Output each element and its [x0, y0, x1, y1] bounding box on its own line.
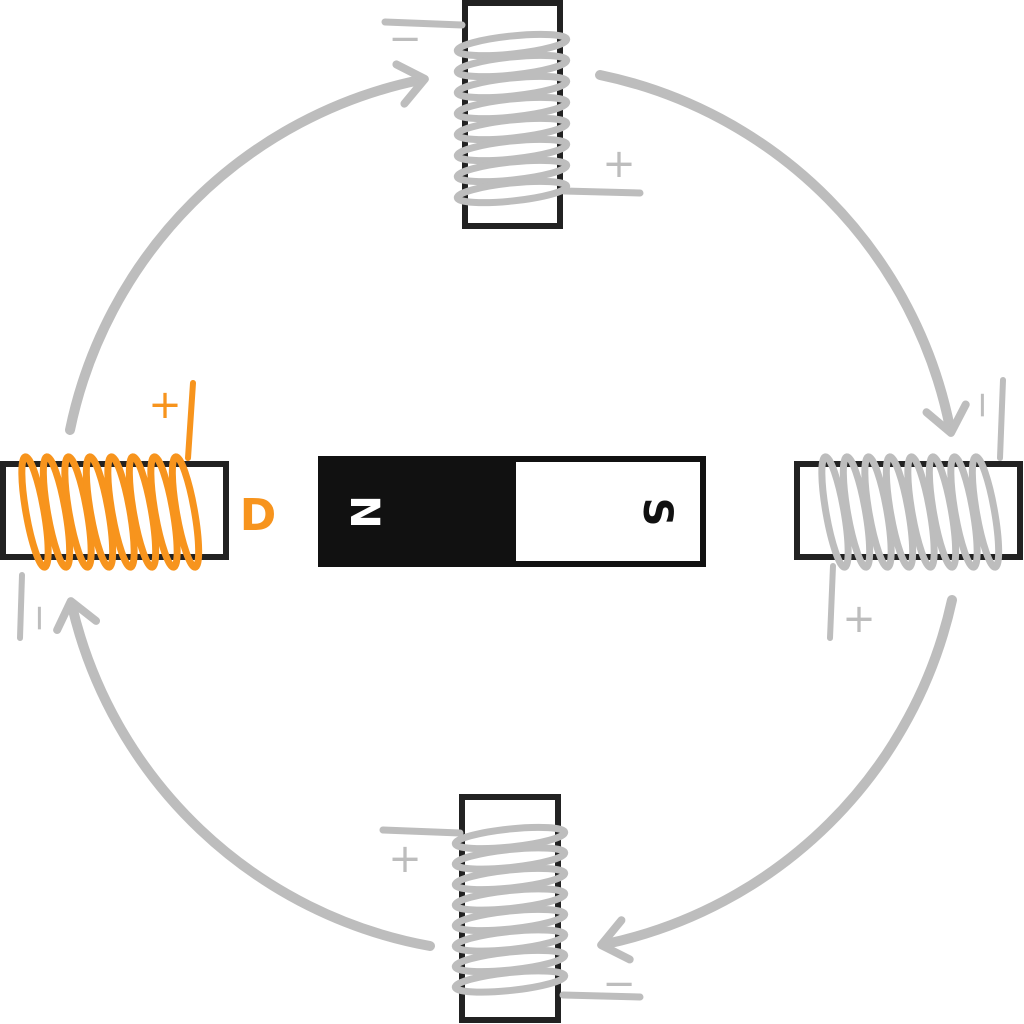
north-label: N: [341, 495, 387, 528]
coil-bottom: + −: [379, 794, 644, 1023]
winding-bottom: [451, 823, 569, 996]
winding-left: [18, 453, 203, 571]
coil-label-d: D: [240, 490, 277, 541]
bar-magnet: N S: [318, 456, 706, 567]
sign-left-minus: −: [19, 603, 60, 633]
winding-loop: [968, 453, 1003, 571]
sign-bottom-minus: −: [602, 961, 636, 1007]
arrow-top-right: [595, 70, 970, 437]
sign-right-plus: +: [842, 596, 876, 642]
magnet-north-half: [318, 456, 513, 567]
coil-left-active: + − D: [0, 380, 277, 641]
arrow-top-left: [65, 60, 429, 435]
sign-left-plus: +: [148, 382, 182, 428]
winding-top: [453, 30, 571, 207]
sign-top-minus: −: [388, 16, 422, 62]
magnet-south-half: [510, 456, 706, 567]
winding-right: [818, 453, 1003, 571]
coil-right: − +: [794, 377, 1023, 642]
winding-loop: [168, 453, 203, 571]
winding-loop: [451, 967, 569, 996]
sign-top-plus: +: [602, 141, 636, 187]
coil-top: − +: [381, 0, 644, 229]
arrow-bottom-left: [53, 597, 435, 951]
sign-right-minus: −: [962, 390, 1003, 420]
arrow-bottom-right: [597, 595, 957, 964]
rotation-arrows: [53, 60, 970, 964]
winding-loop: [453, 177, 571, 207]
sign-bottom-plus: +: [388, 836, 422, 882]
south-label: S: [634, 498, 680, 527]
